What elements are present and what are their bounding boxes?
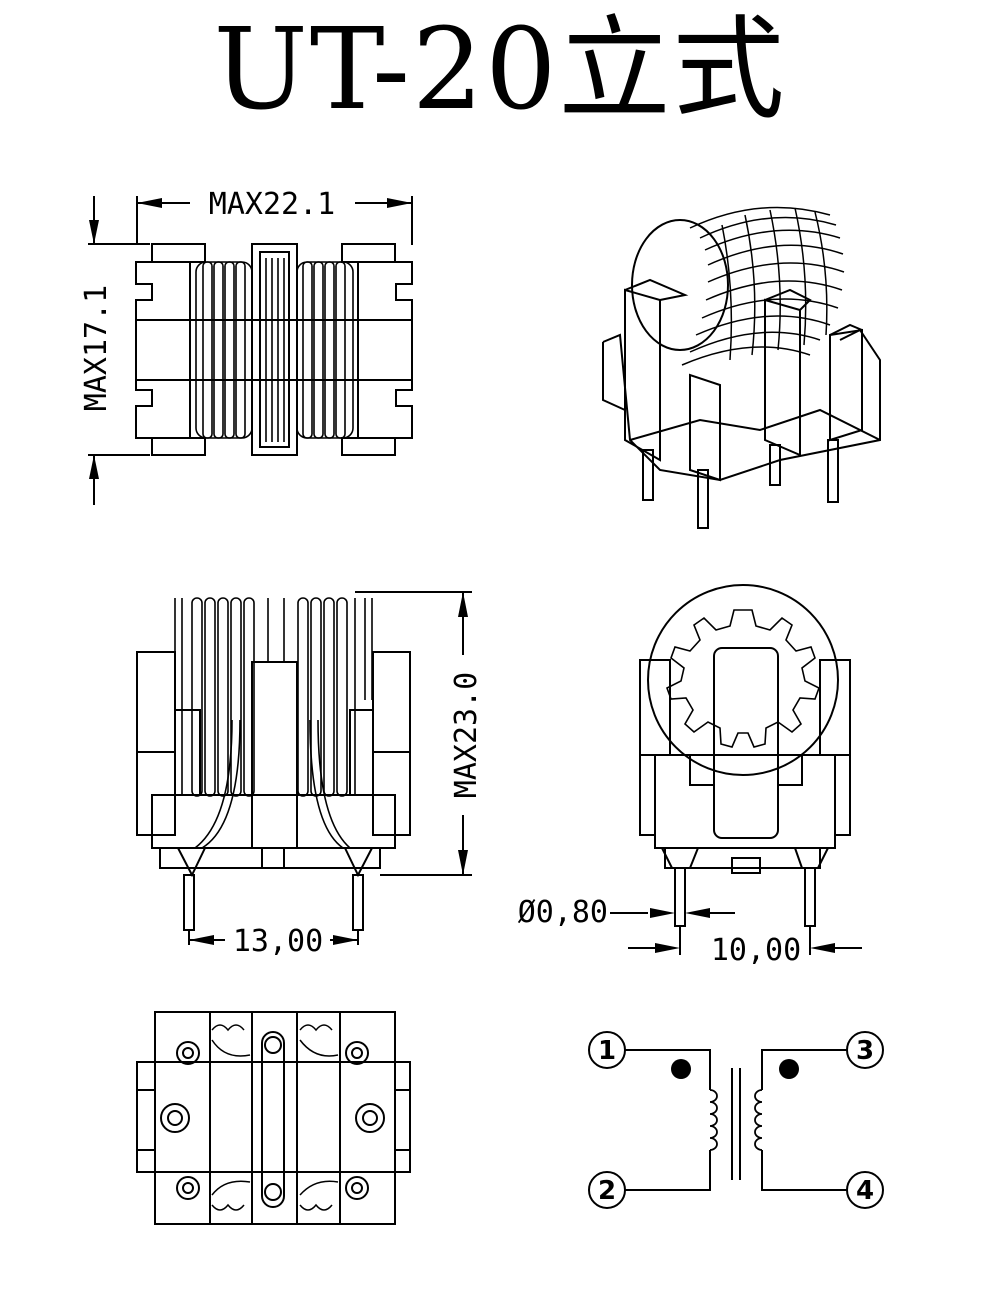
pin-4-label: 4 xyxy=(856,1176,874,1206)
front-view: MAX23.0 xyxy=(136,591,484,959)
width-max-label: MAX22.1 xyxy=(209,187,335,222)
isometric-view xyxy=(602,206,881,529)
pin-2-label: 2 xyxy=(598,1176,616,1206)
pin-1-label: 1 xyxy=(598,1036,616,1066)
pin-diameter-label: Ø0,80 xyxy=(518,895,608,930)
bottom-view xyxy=(136,1011,411,1225)
winding-schematic: 1 2 3 4 xyxy=(588,1031,884,1209)
depth-max-label: MAX17.1 xyxy=(79,285,114,411)
top-view: MAX22.1 MAX17.1 xyxy=(79,187,413,505)
height-max-label: MAX23.0 xyxy=(449,672,484,798)
pin-3-label: 3 xyxy=(856,1036,874,1066)
drawing-title: UT-20立式 xyxy=(213,5,787,135)
front-pin-pitch-label: 13,00 xyxy=(233,924,323,959)
side-view: Ø0,80 10,00 xyxy=(518,584,862,968)
polarity-dot xyxy=(779,1059,799,1079)
side-pin-pitch-label: 10,00 xyxy=(711,933,801,968)
polarity-dot xyxy=(671,1059,691,1079)
